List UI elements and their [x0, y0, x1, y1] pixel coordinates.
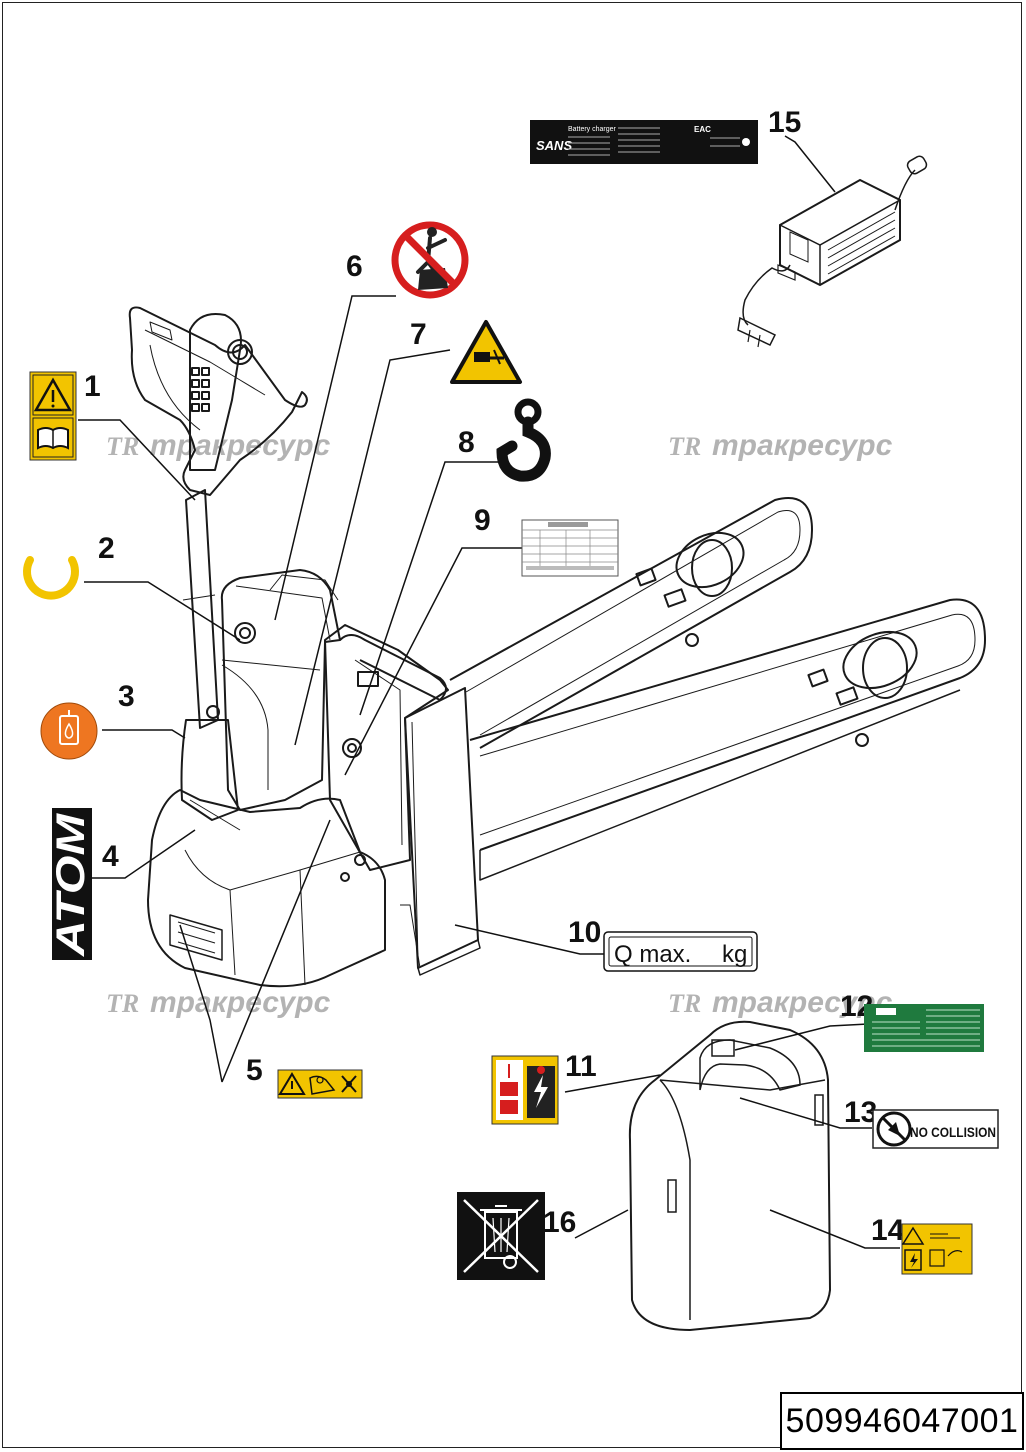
label-8-lifting-hook-icon: [496, 398, 551, 482]
callout-3: 3: [118, 680, 135, 713]
label-5-warning-strip-icon: [277, 1069, 363, 1099]
battery-pack-drawing: [628, 1020, 832, 1332]
watermark-bottom-left: TR тракресурс: [106, 986, 331, 1019]
callout-5: 5: [246, 1054, 263, 1087]
brand-atom-text: ATOM: [49, 812, 93, 957]
chassis-body: [324, 624, 449, 871]
charger-brand: SANS: [536, 138, 572, 153]
svg-text:тракресурс: тракресурс: [712, 986, 893, 1019]
callout-11: 11: [565, 1050, 597, 1083]
charger-drawing: [737, 155, 928, 348]
svg-text:тракресурс: тракресурс: [150, 986, 331, 1019]
label-15-charger-nameplate: SANS Battery charger EAC: [530, 120, 758, 164]
leader-lines: [78, 135, 900, 1249]
callout-16: 16: [543, 1206, 576, 1239]
watermark-top-right: TR тракресурс: [668, 429, 893, 462]
label-6-no-riding-icon: [391, 221, 469, 299]
svg-text:тракресурс: тракресурс: [150, 429, 331, 462]
callout-14: 14: [871, 1214, 905, 1247]
watermark-top-left: TR тракресурс: [106, 429, 331, 462]
svg-text:TR: TR: [668, 432, 701, 461]
label-10-load-capacity: Q max. kg: [603, 931, 758, 972]
charger-title: Battery charger: [568, 126, 617, 133]
callout-6: 6: [346, 250, 363, 283]
callout-4: 4: [102, 840, 119, 873]
label-4-brand-atom: ATOM: [49, 808, 93, 960]
label-14-battery-warning-icon: [901, 1223, 973, 1275]
callout-1: 1: [84, 370, 101, 403]
label-1-warning-manual-icon: [29, 371, 77, 461]
load-capacity-q: Q max.: [614, 941, 691, 968]
label-2-yellow-ring-icon: [23, 556, 79, 600]
load-capacity-unit: kg: [722, 941, 747, 968]
callout-15: 15: [768, 106, 801, 139]
fork-lower: [469, 598, 986, 851]
label-12-battery-info-plate: [864, 1004, 984, 1052]
callout-13: 13: [844, 1096, 877, 1129]
pallet-truck-drawing: [128, 306, 986, 988]
svg-text:TR: TR: [106, 989, 139, 1018]
label-7-crush-warning-icon: [450, 320, 522, 384]
svg-text:тракресурс: тракресурс: [712, 429, 893, 462]
document-number: 509946047001: [780, 1392, 1024, 1450]
no-collision-text: NO COLLISION: [910, 1124, 996, 1140]
svg-text:TR: TR: [668, 989, 701, 1018]
label-13-no-collision-icon: NO COLLISION: [872, 1109, 999, 1149]
svg-text:TR: TR: [106, 432, 139, 461]
drive-base: [147, 789, 386, 988]
callout-10: 10: [568, 916, 601, 949]
callout-8: 8: [458, 426, 475, 459]
watermark-bottom-right: TR тракресурс: [668, 986, 893, 1019]
callout-9: 9: [474, 504, 491, 537]
load-backrest: [404, 687, 479, 969]
fork-upper: [449, 497, 813, 749]
callout-2: 2: [98, 532, 115, 565]
callout-numbers: 1 2 3 4 5 6 7 8 9 10 11 12 13 14 15 16: [84, 106, 905, 1247]
label-11-battery-handling-icon: [491, 1055, 559, 1125]
charger-mark: EAC: [694, 125, 711, 134]
label-9-data-plate: [521, 519, 619, 577]
label-3-oil-fill-icon: [40, 702, 98, 760]
label-16-crossed-bin-icon: [457, 1192, 545, 1280]
battery-cover: [220, 569, 341, 811]
callout-7: 7: [410, 318, 427, 351]
